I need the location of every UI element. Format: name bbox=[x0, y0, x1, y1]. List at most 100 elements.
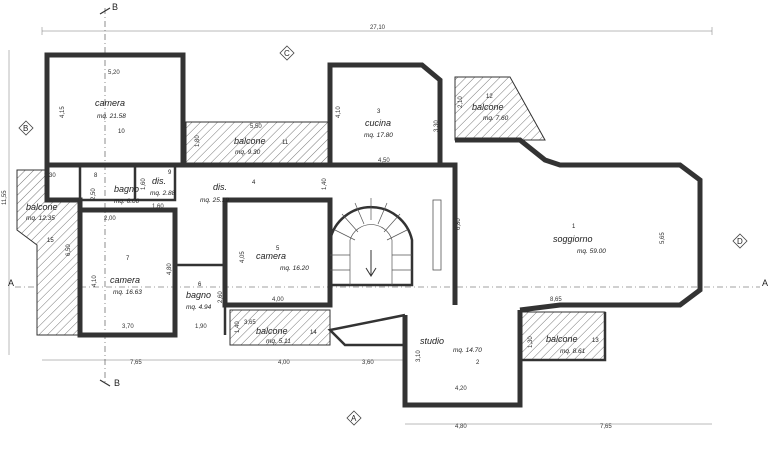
svg-text:1: 1 bbox=[572, 224, 576, 230]
room-studio-2: studio mq. 14.70 2 bbox=[420, 336, 482, 366]
svg-text:9: 9 bbox=[168, 170, 172, 176]
axis-marker-bottom: A bbox=[346, 410, 362, 426]
svg-text:mq. 25.19: mq. 25.19 bbox=[200, 197, 229, 204]
svg-text:1,60: 1,60 bbox=[152, 204, 164, 210]
room-soggiorno-1: 1 soggiorno mq. 59.00 bbox=[553, 224, 606, 255]
balcone-14-area bbox=[229, 309, 331, 346]
svg-text:mq. 21.58: mq. 21.58 bbox=[97, 113, 126, 120]
svg-text:6,50: 6,50 bbox=[66, 244, 72, 256]
svg-text:mq. 8.61: mq. 8.61 bbox=[560, 348, 586, 355]
svg-text:mq. 4.94: mq. 4.94 bbox=[186, 304, 212, 311]
room-camera-5: 5 camera mq. 16.20 bbox=[256, 246, 309, 272]
svg-text:4,05: 4,05 bbox=[240, 251, 246, 263]
inner-dimensions: 5,20 4,15 5,50 1,80 4,10 3,30 4,50 2,10 … bbox=[44, 70, 666, 392]
svg-text:D: D bbox=[737, 237, 743, 246]
svg-text:1,90: 1,90 bbox=[195, 324, 207, 330]
svg-text:camera: camera bbox=[95, 98, 125, 108]
svg-text:2,10: 2,10 bbox=[458, 96, 464, 108]
room-dis-4: dis. mq. 25.19 4 bbox=[200, 180, 256, 204]
svg-text:6: 6 bbox=[198, 282, 202, 288]
section-b-top-label: B bbox=[112, 2, 118, 12]
svg-text:mq. 7.60: mq. 7.60 bbox=[483, 115, 509, 122]
balcone-12-area bbox=[454, 76, 546, 141]
svg-text:mq. 2.88: mq. 2.88 bbox=[150, 190, 176, 197]
window-strip bbox=[432, 199, 442, 271]
svg-text:4,50: 4,50 bbox=[378, 158, 390, 164]
svg-text:balcone: balcone bbox=[256, 326, 288, 336]
svg-text:mq. 14.70: mq. 14.70 bbox=[453, 347, 482, 354]
svg-text:mq. 12.35: mq. 12.35 bbox=[26, 215, 55, 222]
svg-text:mq. 59.00: mq. 59.00 bbox=[577, 248, 606, 255]
svg-text:3,65: 3,65 bbox=[244, 320, 256, 326]
svg-text:5,65: 5,65 bbox=[660, 232, 666, 244]
top-dimension: 27,10 bbox=[41, 25, 713, 35]
room-balcone-11: balcone mq. 9.30 11 bbox=[234, 136, 289, 156]
room-dis-9: 9 dis. mq. 2.88 bbox=[150, 170, 176, 197]
svg-text:balcone: balcone bbox=[546, 334, 578, 344]
walls bbox=[44, 52, 703, 408]
svg-text:4: 4 bbox=[252, 180, 256, 186]
svg-text:bagno: bagno bbox=[114, 184, 139, 194]
section-line-a: A A bbox=[8, 278, 768, 288]
svg-text:14: 14 bbox=[310, 330, 317, 336]
spiral-staircase bbox=[328, 198, 414, 287]
room-bagno-8: 8 bagno mq. 6.00 bbox=[94, 173, 140, 205]
bottom-dim-5: 7,65 bbox=[600, 424, 612, 430]
svg-text:1,80: 1,80 bbox=[195, 135, 201, 147]
bottom-dim-1: 7,65 bbox=[130, 360, 142, 366]
svg-text:A: A bbox=[351, 414, 357, 423]
svg-text:13: 13 bbox=[592, 338, 599, 344]
svg-text:2: 2 bbox=[476, 360, 480, 366]
section-line-b: B B bbox=[99, 2, 120, 388]
svg-text:15: 15 bbox=[47, 238, 54, 244]
section-b-bottom-label: B bbox=[114, 378, 120, 388]
section-a-left-label: A bbox=[8, 278, 14, 288]
svg-text:studio: studio bbox=[420, 336, 444, 346]
room-bagno-6: 6 bagno mq. 4.94 bbox=[186, 282, 212, 311]
room-balcone-15: balcone mq. 12.35 15 bbox=[26, 202, 58, 244]
svg-text:4,10: 4,10 bbox=[336, 106, 342, 118]
svg-text:4,15: 4,15 bbox=[60, 106, 66, 118]
axis-marker-left: B bbox=[18, 120, 34, 136]
svg-text:mq. 9.30: mq. 9.30 bbox=[235, 149, 261, 156]
svg-text:1,30: 1,30 bbox=[528, 336, 534, 348]
svg-text:mq. 16.20: mq. 16.20 bbox=[280, 265, 309, 272]
room-balcone-12: 12 balcone mq. 7.60 bbox=[472, 94, 509, 122]
svg-text:6,80: 6,80 bbox=[456, 218, 462, 230]
svg-text:8: 8 bbox=[94, 173, 98, 179]
bottom-dim-4: 4,80 bbox=[455, 424, 467, 430]
svg-text:2,00: 2,00 bbox=[104, 216, 116, 222]
svg-text:bagno: bagno bbox=[186, 290, 211, 300]
svg-text:balcone: balcone bbox=[234, 136, 266, 146]
svg-text:4,20: 4,20 bbox=[455, 386, 467, 392]
svg-text:mq. 5.11: mq. 5.11 bbox=[266, 338, 291, 345]
section-a-right-label: A bbox=[762, 278, 768, 288]
svg-text:4,10: 4,10 bbox=[92, 275, 98, 287]
svg-text:soggiorno: soggiorno bbox=[553, 234, 593, 244]
svg-text:4,00: 4,00 bbox=[272, 297, 284, 303]
svg-text:C: C bbox=[284, 49, 290, 58]
svg-text:12: 12 bbox=[486, 94, 493, 100]
svg-text:2,50: 2,50 bbox=[91, 188, 97, 200]
svg-text:dis.: dis. bbox=[152, 176, 166, 186]
room-balcone-13: balcone mq. 8.61 13 bbox=[546, 334, 599, 355]
top-total-dimension: 27,10 bbox=[370, 25, 386, 31]
svg-text:1,40: 1,40 bbox=[235, 321, 241, 333]
room-camera-10: camera mq. 21.58 10 bbox=[95, 98, 126, 135]
svg-text:5: 5 bbox=[276, 246, 280, 252]
bottom-dim-2: 4,00 bbox=[278, 360, 290, 366]
room-camera-7: 7 camera mq. 16.63 bbox=[110, 256, 142, 296]
svg-text:11: 11 bbox=[282, 140, 289, 146]
svg-text:5,50: 5,50 bbox=[250, 124, 262, 130]
svg-text:5,20: 5,20 bbox=[108, 70, 120, 76]
svg-text:balcone: balcone bbox=[26, 202, 58, 212]
svg-text:3: 3 bbox=[377, 109, 381, 115]
svg-text:3,10: 3,10 bbox=[416, 350, 422, 362]
bottom-dimensions: 7,65 4,00 3,60 4,80 7,65 bbox=[42, 359, 712, 430]
svg-text:camera: camera bbox=[110, 275, 140, 285]
room-cucina-3: 3 cucina mq. 17.80 bbox=[364, 109, 393, 139]
svg-text:cucina: cucina bbox=[365, 118, 391, 128]
svg-text:B: B bbox=[23, 124, 28, 133]
svg-text:1,40: 1,40 bbox=[322, 178, 328, 190]
svg-text:8,65: 8,65 bbox=[550, 297, 562, 303]
